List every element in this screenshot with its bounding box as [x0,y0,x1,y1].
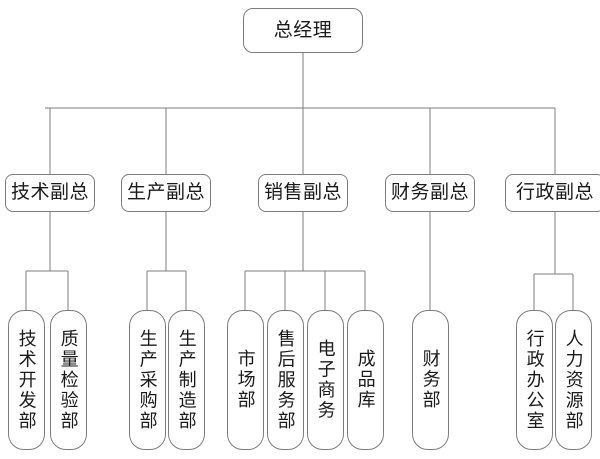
node-dept-admin-off-label: 行政办公室 [524,328,545,432]
node-dept-warehouse-label: 成品库 [355,349,376,411]
node-vp-prod-label: 生产副总 [126,182,205,204]
node-dept-market[interactable]: 市场部 [227,310,264,450]
node-vp-fin[interactable]: 财务副总 [385,174,475,212]
node-dept-tech-dev[interactable]: 技术开发部 [8,310,45,450]
node-dept-purchase[interactable]: 生产采购部 [129,310,166,450]
node-dept-aftersales[interactable]: 售后服务部 [267,310,304,450]
node-general-manager-label: 总经理 [273,19,333,41]
node-vp-fin-label: 财务副总 [390,182,469,204]
node-vp-prod[interactable]: 生产副总 [121,174,211,212]
node-dept-purchase-label: 生产采购部 [137,328,158,432]
node-dept-tech-dev-label: 技术开发部 [16,328,37,432]
node-general-manager[interactable]: 总经理 [243,8,363,53]
node-vp-sales[interactable]: 销售副总 [258,174,348,212]
node-dept-warehouse[interactable]: 成品库 [347,310,384,450]
node-dept-market-label: 市场部 [235,349,256,411]
node-dept-admin-off[interactable]: 行政办公室 [516,310,553,450]
node-dept-quality-label: 质量检验部 [58,328,79,432]
node-dept-finance-label: 财务部 [420,349,441,411]
node-dept-manufact-label: 生产制造部 [176,328,197,432]
node-vp-sales-label: 销售副总 [263,182,342,204]
node-dept-finance[interactable]: 财务部 [412,310,449,450]
node-vp-tech[interactable]: 技术副总 [5,174,95,212]
node-vp-admin-label: 行政副总 [515,182,594,204]
node-dept-manufact[interactable]: 生产制造部 [168,310,205,450]
node-vp-admin[interactable]: 行政副总 [505,174,600,212]
node-dept-ecommerce-label: 电子商务 [315,339,336,421]
node-vp-tech-label: 技术副总 [10,182,89,204]
node-dept-hr[interactable]: 人力资源部 [555,310,592,450]
node-dept-quality[interactable]: 质量检验部 [50,310,87,450]
node-dept-ecommerce[interactable]: 电子商务 [307,310,344,450]
node-dept-aftersales-label: 售后服务部 [275,328,296,432]
node-dept-hr-label: 人力资源部 [563,328,584,432]
